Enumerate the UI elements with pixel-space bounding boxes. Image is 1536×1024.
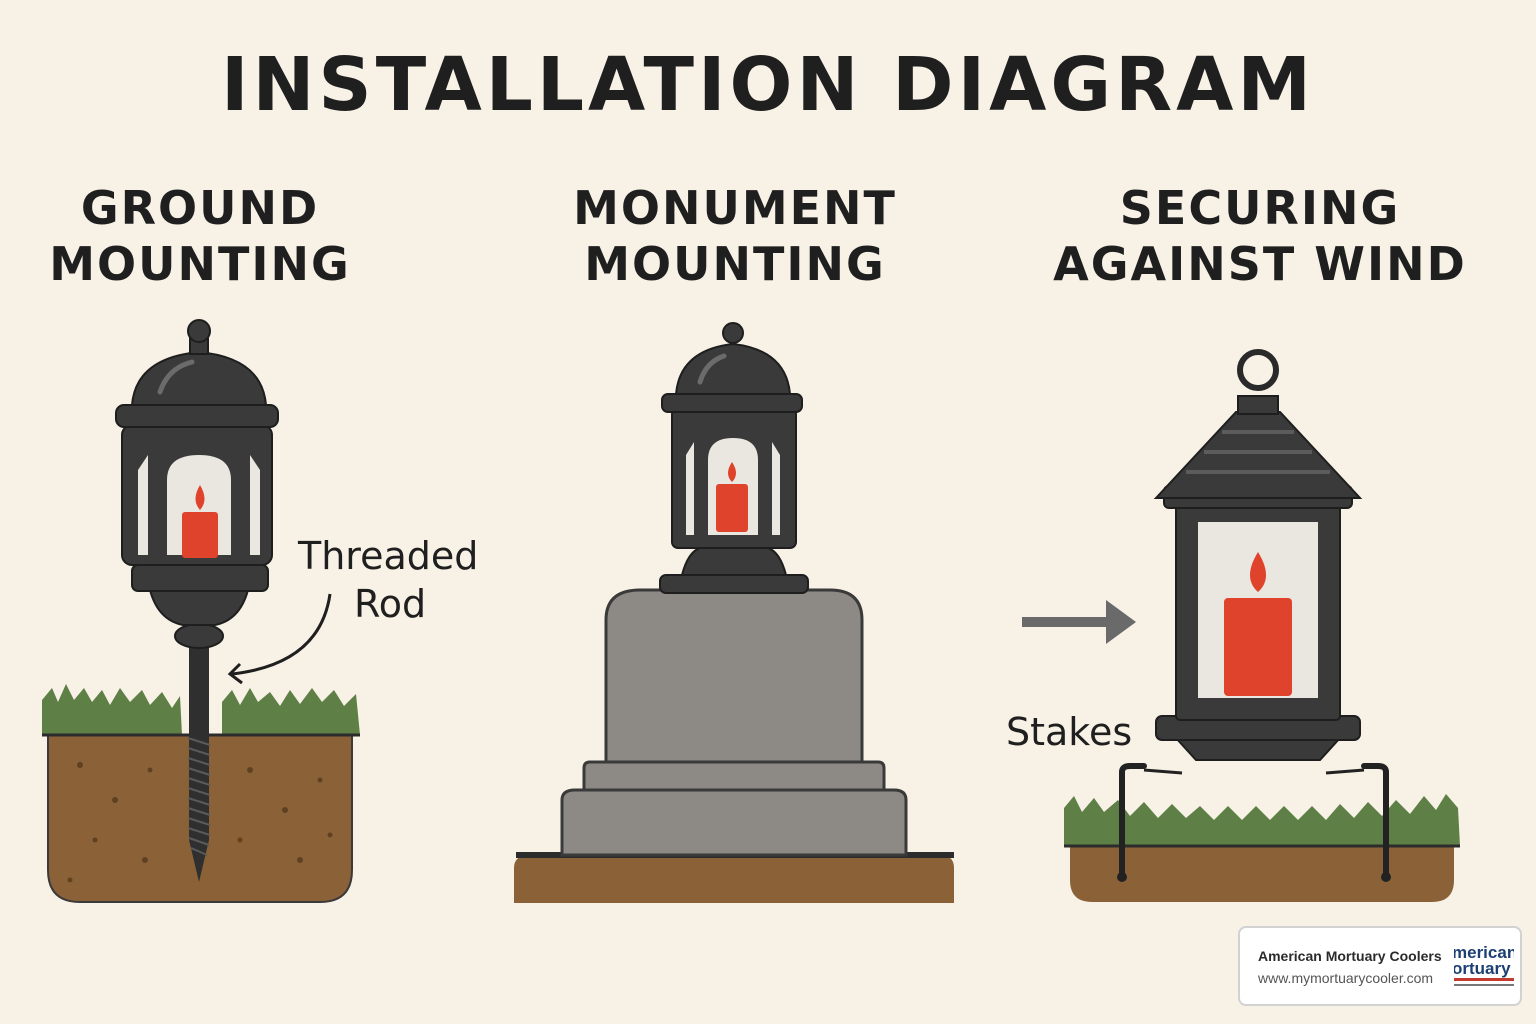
grass-left: [42, 684, 182, 735]
svg-text:ortuary: ortuary: [1454, 959, 1511, 978]
svg-text:merican: merican: [1454, 943, 1514, 962]
monument-base-lower: [560, 788, 908, 857]
panel-title-line: MOUNTING: [584, 237, 886, 291]
grass-right: [222, 688, 360, 735]
lantern-monument: [659, 322, 809, 594]
soil-base: [1070, 846, 1454, 902]
stake-right: [1361, 763, 1389, 878]
soil-specks: [67, 762, 333, 883]
monument-body: [604, 588, 864, 764]
securing-against-wind-illustration: [1022, 349, 1460, 902]
watermark-company: American Mortuary Coolers: [1258, 948, 1442, 964]
panel-title-securing-against-wind: SECURING AGAINST WIND: [1040, 180, 1480, 292]
panel-title-line: AGAINST WIND: [1053, 237, 1467, 291]
company-logo-icon: merican ortuary: [1454, 940, 1514, 996]
grass: [1064, 794, 1460, 846]
lantern-ground: [115, 319, 279, 649]
label-line: Threaded: [298, 534, 479, 578]
diagram-title: INSTALLATION DIAGRAM: [220, 42, 1316, 128]
watermark-url: www.mymortuarycooler.com: [1258, 970, 1434, 986]
panel-title-monument-mounting: MONUMENT MOUNTING: [550, 180, 920, 292]
label-line: Rod: [354, 582, 427, 626]
wind-arrow: [1022, 617, 1110, 627]
stake-left: [1119, 763, 1147, 878]
rod-callout-arrow: [231, 593, 332, 676]
monument-base-mid: [582, 760, 886, 792]
panel-title-line: GROUND: [80, 181, 320, 235]
panel-title-line: SECURING: [1119, 181, 1401, 235]
watermark-badge: American Mortuary Coolers www.mymortuary…: [1238, 926, 1522, 1006]
soil-base: [514, 855, 954, 903]
lantern-wind: [1153, 349, 1363, 761]
monument-mounting-illustration: [514, 322, 954, 903]
panel-title-line: MONUMENT: [573, 181, 897, 235]
label-threaded-rod: Threaded Rod: [298, 532, 478, 628]
panel-title-ground-mounting: GROUND MOUNTING: [40, 180, 360, 292]
panel-title-line: MOUNTING: [49, 237, 351, 291]
label-stakes: Stakes: [1006, 710, 1133, 754]
rod-threads: [187, 737, 211, 856]
ground-mounting-illustration: [42, 319, 360, 903]
